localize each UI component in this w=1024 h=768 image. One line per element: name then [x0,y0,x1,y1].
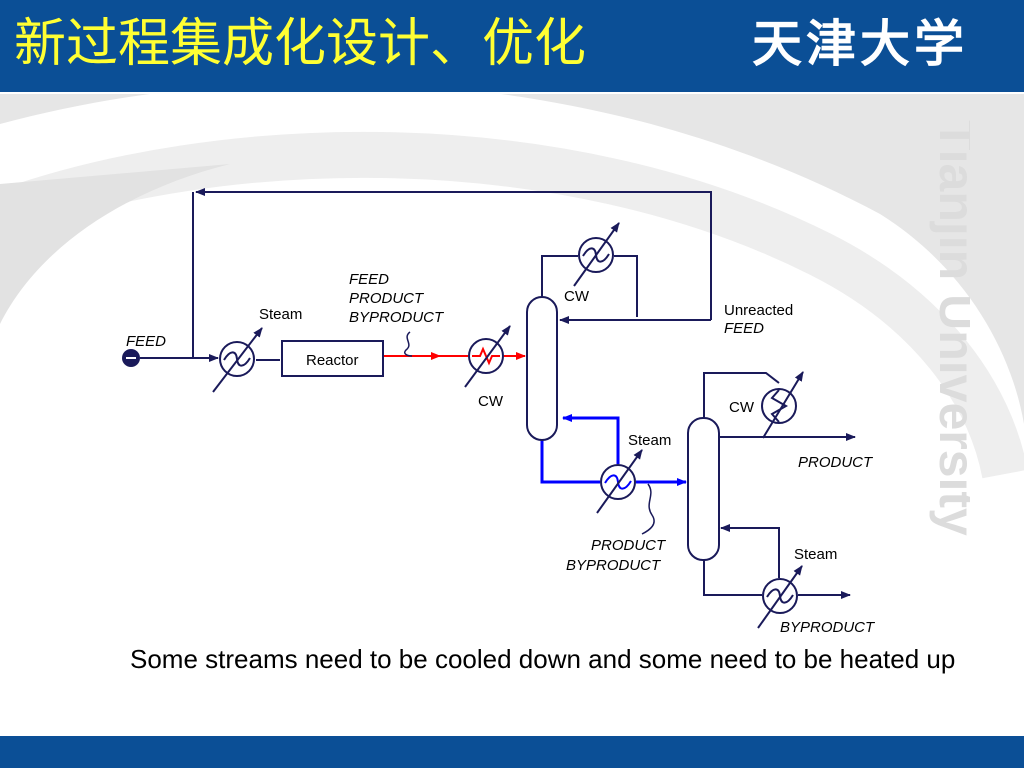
column1-condenser [573,222,620,287]
reactor-label: Reactor [306,352,359,369]
page-title: 新过程集成化设计、优化 [14,14,587,74]
watermark-text: Tianjin University [929,120,970,536]
feed-preheater-exchanger [212,327,263,393]
steam-reboiler2-label: Steam [794,546,837,563]
byproduct-out-label: BYPRODUCT [780,619,876,636]
background-swoosh [0,94,1024,479]
header-bar: 新过程集成化设计、优化 天津大学 [0,0,1024,94]
university-logo: 天津大学 [752,14,968,73]
cw-cooler-label: CW [478,393,504,410]
cw-condenser1-label: CW [564,288,590,305]
column2-reboiler [757,565,803,629]
column2-condenser [761,371,804,439]
product-out-label: PRODUCT [798,454,874,471]
distillation-column-2 [687,417,720,561]
reactor-out-product-label: PRODUCT [349,290,425,307]
steam-reboiler1-label: Steam [628,432,671,449]
mid-product-label: PRODUCT [591,537,667,554]
reactor-effluent-cooler [464,325,511,388]
feed-inlet-label: FEED [126,333,166,350]
reactor-out-feed-label: FEED [349,271,389,288]
reactor-out-byproduct-label: BYPRODUCT [349,309,445,326]
column1-reboiler [596,449,643,514]
reactor-block [281,340,384,377]
unreacted-label: Unreacted [724,302,793,319]
footer-bar [0,736,1024,768]
mid-byproduct-label: BYPRODUCT [566,557,662,574]
watermark: Tianjin University [929,120,970,536]
feed-source-icon [122,349,140,367]
distillation-column-1 [526,296,558,441]
unreacted-feed-label: FEED [724,320,764,337]
cw-condenser2-label: CW [729,399,755,416]
steam-preheater-label: Steam [259,306,302,323]
caption-text: Some streams need to be cooled down and … [130,644,956,674]
